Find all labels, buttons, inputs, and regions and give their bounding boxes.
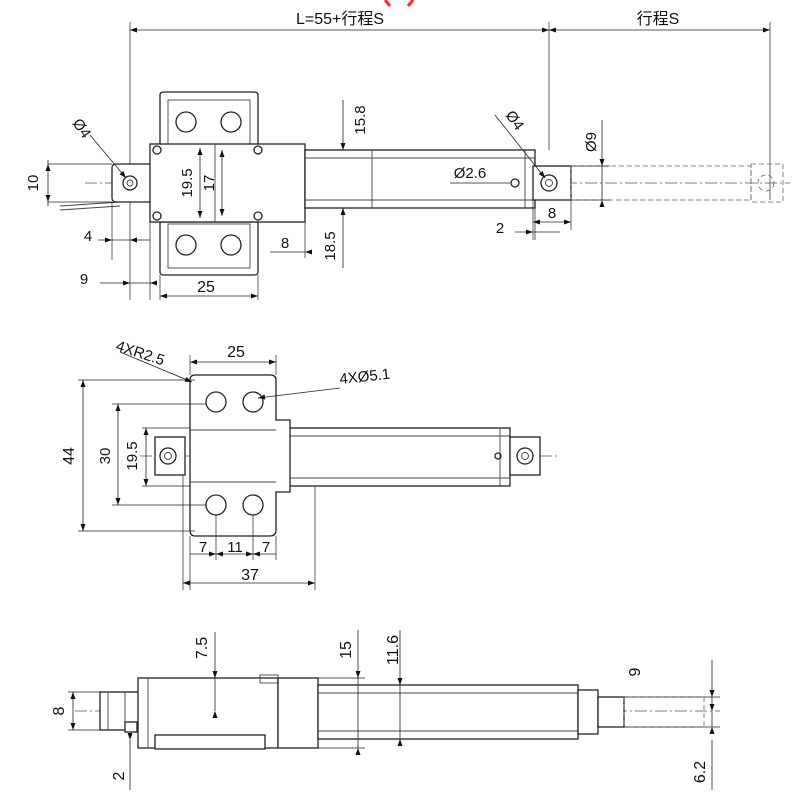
- spacing-7-right: 7: [262, 539, 270, 556]
- dim-15-8: 15.8: [352, 105, 369, 134]
- bracket-hole-1: [175, 111, 197, 133]
- side-dim-7-5: 7.5: [194, 637, 211, 659]
- body-height-label: 19.5: [124, 441, 141, 470]
- front-rod-end: [509, 436, 541, 476]
- rear-lug-hole: [122, 175, 138, 191]
- rod-end-diameter-label: Ø9: [583, 132, 600, 152]
- total-length-label: L=55+行程S: [296, 10, 384, 28]
- dim-25-top: 25: [197, 279, 215, 296]
- actuator-tube: [304, 149, 536, 209]
- bracket-hole-3: [175, 234, 197, 256]
- rod-end-hole: [540, 174, 558, 192]
- flange-hole-2: [242, 391, 264, 413]
- dim-9-top: 9: [80, 271, 88, 288]
- spacing-7-left: 7: [199, 539, 207, 556]
- side-dim-11-6: 11.6: [385, 635, 402, 665]
- front-tube: [284, 427, 511, 487]
- side-dim-6-2: 6.2: [692, 761, 709, 783]
- side-dim-9: 9: [627, 667, 644, 676]
- corner-radius-label: 4XR2.5: [114, 338, 167, 370]
- mounting-flange: [189, 374, 291, 537]
- dim-8-lower: 8: [281, 235, 289, 252]
- bracket-hole-2: [220, 111, 242, 133]
- bolt-holes-label: 4XØ5.1: [339, 366, 391, 388]
- rod-end-hole-diameter-label: Ø4: [502, 108, 527, 134]
- flange-height-label: 44: [61, 447, 78, 465]
- dim-17-top: 17: [201, 175, 218, 192]
- wire-leads: [59, 201, 121, 211]
- motor-body: [149, 143, 306, 223]
- flange-hole-1: [205, 391, 227, 413]
- dim-18-5: 18.5: [322, 231, 339, 260]
- lower-bracket: [159, 221, 259, 276]
- top-edge-marks: [383, 0, 415, 7]
- front-view: 25 4XR2.5 4XØ5.1 44 30 19.5: [61, 338, 560, 590]
- side-rod-end: [597, 696, 625, 728]
- dim-2-top: 2: [496, 220, 504, 237]
- dim-19-5-top: 19.5: [179, 168, 196, 197]
- side-dim-2: 2: [111, 771, 128, 780]
- rod-diameter-label: Ø2.6: [454, 165, 487, 182]
- rear-lug: [111, 163, 156, 203]
- dim-8-right: 8: [548, 205, 556, 222]
- dim-4-top: 4: [84, 228, 92, 245]
- side-dim-15: 15: [338, 641, 355, 659]
- top-view: L=55+行程S 行程S: [25, 10, 790, 300]
- stroke-length-label: 行程S: [637, 10, 680, 28]
- flange-width-label: 25: [227, 344, 245, 361]
- hole-spacing-vertical-label: 30: [97, 448, 114, 465]
- side-dim-8: 8: [51, 706, 68, 715]
- rear-hole-diameter-label: Ø4: [69, 116, 94, 142]
- spacing-11: 11: [227, 539, 243, 556]
- bracket-hole-4: [220, 234, 242, 256]
- side-view: 7.5 15 11.6 8 2 9 6.2: [51, 630, 720, 790]
- total-width-label: 37: [241, 567, 259, 584]
- rod-end: [532, 165, 572, 201]
- dim-10-top: 10: [25, 175, 42, 192]
